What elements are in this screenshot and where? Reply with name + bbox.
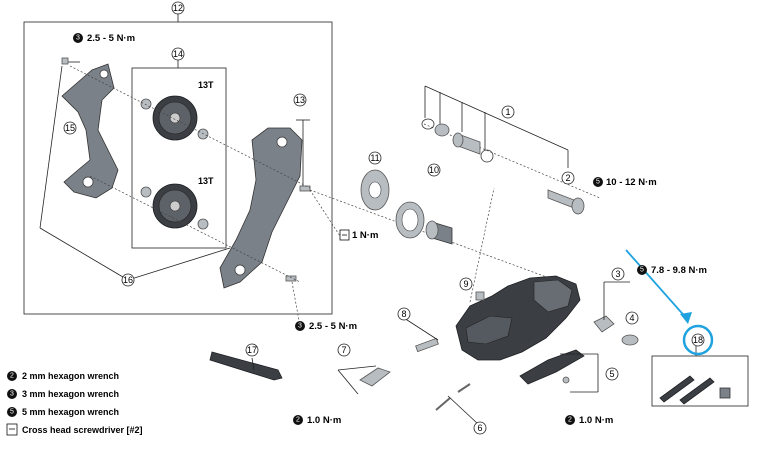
legend-item-5mm: 5 5 mm hexagon wrench	[7, 407, 119, 417]
legend-3mm-num: 3	[10, 391, 14, 398]
spring-washer-part	[360, 169, 390, 211]
torque-screw-value: 1 N·m	[352, 230, 378, 241]
callout-7-label: 7	[341, 345, 346, 355]
callout-13: 13	[293, 93, 307, 107]
cage-assembly-leaders	[39, 65, 310, 281]
legend-item-2mm: 2 2 mm hexagon wrench	[7, 371, 119, 381]
mounting-bolt-part	[547, 189, 585, 215]
callout-9-label: 9	[463, 279, 468, 289]
callout-11-label: 11	[370, 153, 379, 163]
cable-guide-part	[519, 349, 599, 393]
callout-1-label: 1	[505, 107, 510, 117]
callout-6: 6	[473, 421, 487, 435]
legend-screwdriver-text: Cross head screwdriver [#2]	[22, 425, 143, 435]
torque-middle-tool: 3	[298, 323, 302, 330]
torque-bottom-left: 2 1.0 N·m	[293, 415, 341, 426]
callout-17-label: 17	[247, 345, 257, 355]
torque-bottom-right-value: 1.0 N·m	[579, 415, 613, 426]
callout-13-label: 13	[295, 95, 305, 105]
callout-3: 3	[611, 267, 625, 281]
legend-2mm-text: 2 mm hexagon wrench	[22, 371, 119, 381]
legend-5mm-num: 5	[10, 409, 14, 416]
torque-b-tension-value: 7.8 - 9.8 N·m	[651, 265, 707, 276]
callout-5: 5	[605, 367, 619, 381]
legend-item-screwdriver: Cross head screwdriver [#2]	[6, 423, 143, 436]
callout-group: 1 2 3 4 5 6 7 8 9 10 11 12 13 14 15 16 1…	[63, 1, 705, 435]
callout-4: 4	[625, 311, 639, 325]
callout-14-label: 14	[173, 49, 183, 59]
torque-b-tension-tool: 5	[640, 267, 644, 274]
torque-bolt: 5 10 - 12 N·m	[593, 177, 657, 188]
lower-pulley-wheel	[140, 183, 209, 230]
callout-12: 12	[171, 1, 185, 15]
torque-top: 3 2.5 - 5 N·m	[73, 33, 135, 44]
b-tension-bolt-part	[593, 281, 639, 346]
torque-screw: 1 N·m	[339, 229, 378, 241]
torque-bottom-left-value: 1.0 N·m	[307, 415, 341, 426]
pulley-wheels-part: 13T 13T	[140, 80, 214, 230]
callout-15: 15	[63, 121, 77, 135]
callout-18-label: 18	[693, 335, 703, 345]
cable-fixing-part	[337, 365, 391, 395]
callout-18: 18	[691, 333, 705, 347]
fixing-parts-part	[421, 85, 569, 168]
lower-pulley-teeth-label: 13T	[198, 176, 214, 186]
callout-9: 9	[459, 277, 473, 291]
torque-bottom-right: 2 1.0 N·m	[565, 415, 613, 426]
callout-15-label: 15	[65, 123, 75, 133]
callout-2-label: 2	[565, 173, 570, 183]
callout-5-label: 5	[609, 369, 614, 379]
tool-legend: 2 2 mm hexagon wrench 3 3 mm hexagon wre…	[6, 371, 143, 436]
outer-plate-part	[61, 57, 119, 199]
callout-11: 11	[368, 151, 382, 165]
cable-bolt-part	[403, 317, 439, 353]
torque-middle: 3 2.5 - 5 N·m	[295, 321, 357, 332]
legend-3mm-text: 3 mm hexagon wrench	[22, 389, 119, 399]
cap-part	[475, 291, 485, 301]
callout-16-label: 16	[123, 275, 133, 285]
callout-16: 16	[121, 273, 135, 287]
callout-14: 14	[171, 47, 185, 61]
torque-bolt-value: 10 - 12 N·m	[606, 177, 657, 188]
torque-b-tension: 5 7.8 - 9.8 N·m	[637, 265, 707, 276]
callout-2: 2	[561, 171, 575, 185]
callout-6-label: 6	[477, 423, 482, 433]
tool-part	[209, 351, 283, 381]
callout-7: 7	[337, 343, 351, 357]
callout-10: 10	[427, 163, 441, 177]
highlight-marker	[625, 249, 714, 356]
pulley-cage-frame	[23, 12, 333, 315]
callout-12-label: 12	[173, 3, 183, 13]
torque-bottom-right-tool: 2	[568, 417, 572, 424]
legend-2mm-num: 2	[10, 373, 14, 380]
torque-middle-value: 2.5 - 5 N·m	[309, 321, 357, 332]
torque-top-tool: 3	[76, 35, 80, 42]
callout-8-label: 8	[401, 309, 406, 319]
derailleur-body-part	[455, 187, 581, 361]
callout-3-label: 3	[615, 269, 620, 279]
upper-pulley-wheel	[140, 95, 209, 141]
callout-8: 8	[397, 307, 411, 321]
upper-pulley-teeth-label: 13T	[198, 80, 214, 90]
callout-17: 17	[245, 343, 259, 357]
guide-plate-kit	[651, 346, 749, 407]
callout-1: 1	[501, 105, 515, 119]
adjust-screws-part	[435, 383, 479, 425]
inner-plate-part	[219, 127, 311, 289]
torque-bolt-tool: 5	[596, 179, 600, 186]
callout-10-label: 10	[429, 165, 439, 175]
callout-4-label: 4	[629, 313, 634, 323]
torque-bottom-left-tool: 2	[296, 417, 300, 424]
torque-top-value: 2.5 - 5 N·m	[87, 33, 135, 44]
bushings-part	[395, 201, 453, 245]
legend-5mm-text: 5 mm hexagon wrench	[22, 407, 119, 417]
legend-item-3mm: 3 3 mm hexagon wrench	[7, 389, 119, 399]
